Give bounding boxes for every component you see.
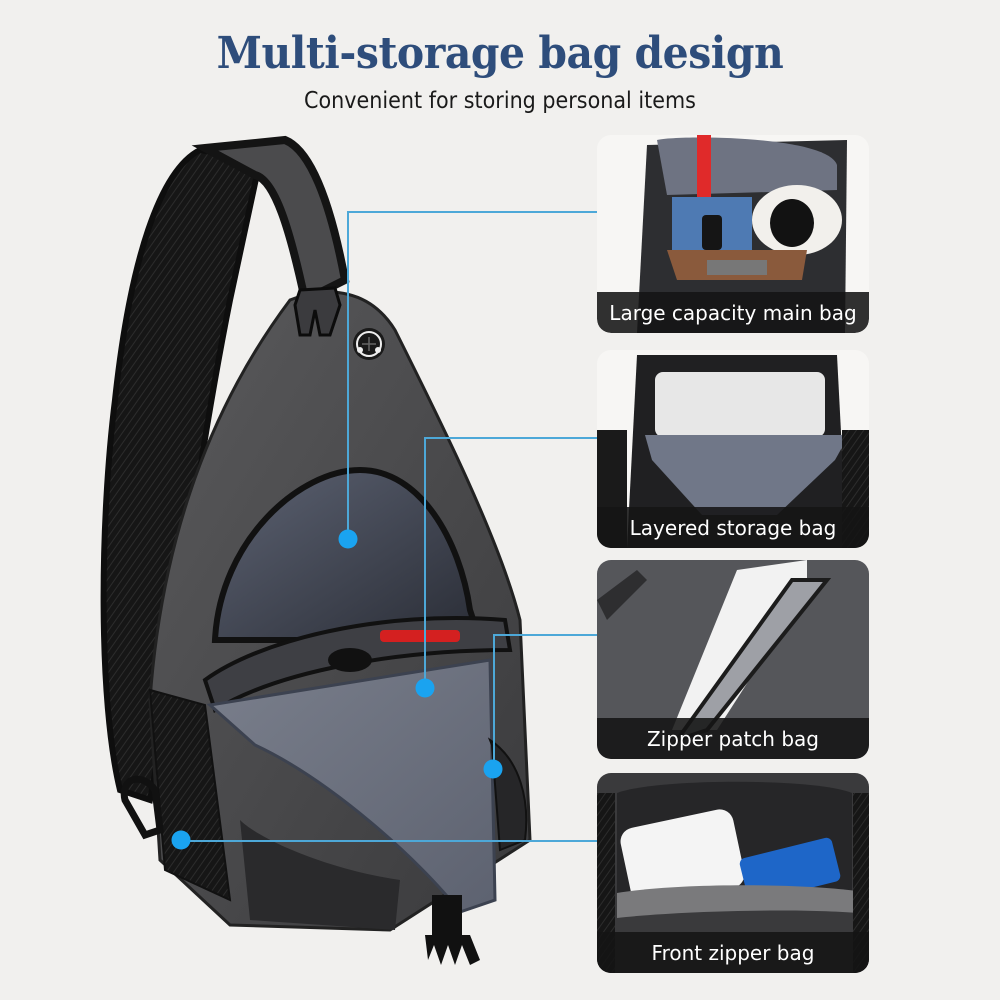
panel-label-bar: Large capacity main bag — [597, 292, 869, 333]
bottom-buckle-icon — [425, 935, 480, 965]
red-key-clip — [380, 630, 460, 642]
panel-label: Large capacity main bag — [609, 300, 857, 325]
panel-label: Front zipper bag — [651, 940, 815, 965]
d-ring-left — [120, 775, 164, 840]
page-subtitle: Convenient for storing personal items — [304, 88, 696, 114]
headphone-port-icon — [353, 328, 385, 360]
buckle-icon — [293, 286, 342, 337]
feature-panel-front-zipper: Front zipper bag — [597, 773, 869, 973]
feature-panel-main-bag: Large capacity main bag — [597, 135, 869, 333]
callout-line-3-h — [494, 634, 597, 636]
callout-dot-layered-bag — [415, 678, 435, 698]
main-compartment-opening — [211, 466, 485, 643]
callout-line-2-h — [425, 437, 597, 439]
callout-line-4-h — [181, 840, 597, 842]
front-pocket — [240, 820, 400, 930]
panel-label: Zipper patch bag — [646, 726, 819, 751]
callout-line-3-v — [493, 634, 495, 769]
callout-dot-front-zipper — [171, 830, 191, 850]
panel-label-bar: Zipper patch bag — [597, 718, 869, 759]
callout-line-1-v — [347, 211, 349, 539]
main-compartment-photo — [637, 135, 847, 333]
layered-pocket-photo — [597, 355, 869, 548]
page-title: Multi-storage bag design — [216, 28, 784, 79]
callout-dot-zipper-patch — [483, 759, 503, 779]
panel-label-bar: Front zipper bag — [597, 932, 869, 973]
feature-panel-layered-bag: Layered storage bag — [597, 350, 869, 548]
panel-label-bar: Layered storage bag — [597, 507, 869, 548]
panel-label: Layered storage bag — [629, 515, 837, 540]
callout-line-2-v — [424, 437, 426, 688]
feature-panel-zipper-patch: Zipper patch bag — [597, 560, 869, 759]
callout-line-1-h — [348, 211, 597, 213]
callout-dot-main-bag — [338, 529, 358, 549]
